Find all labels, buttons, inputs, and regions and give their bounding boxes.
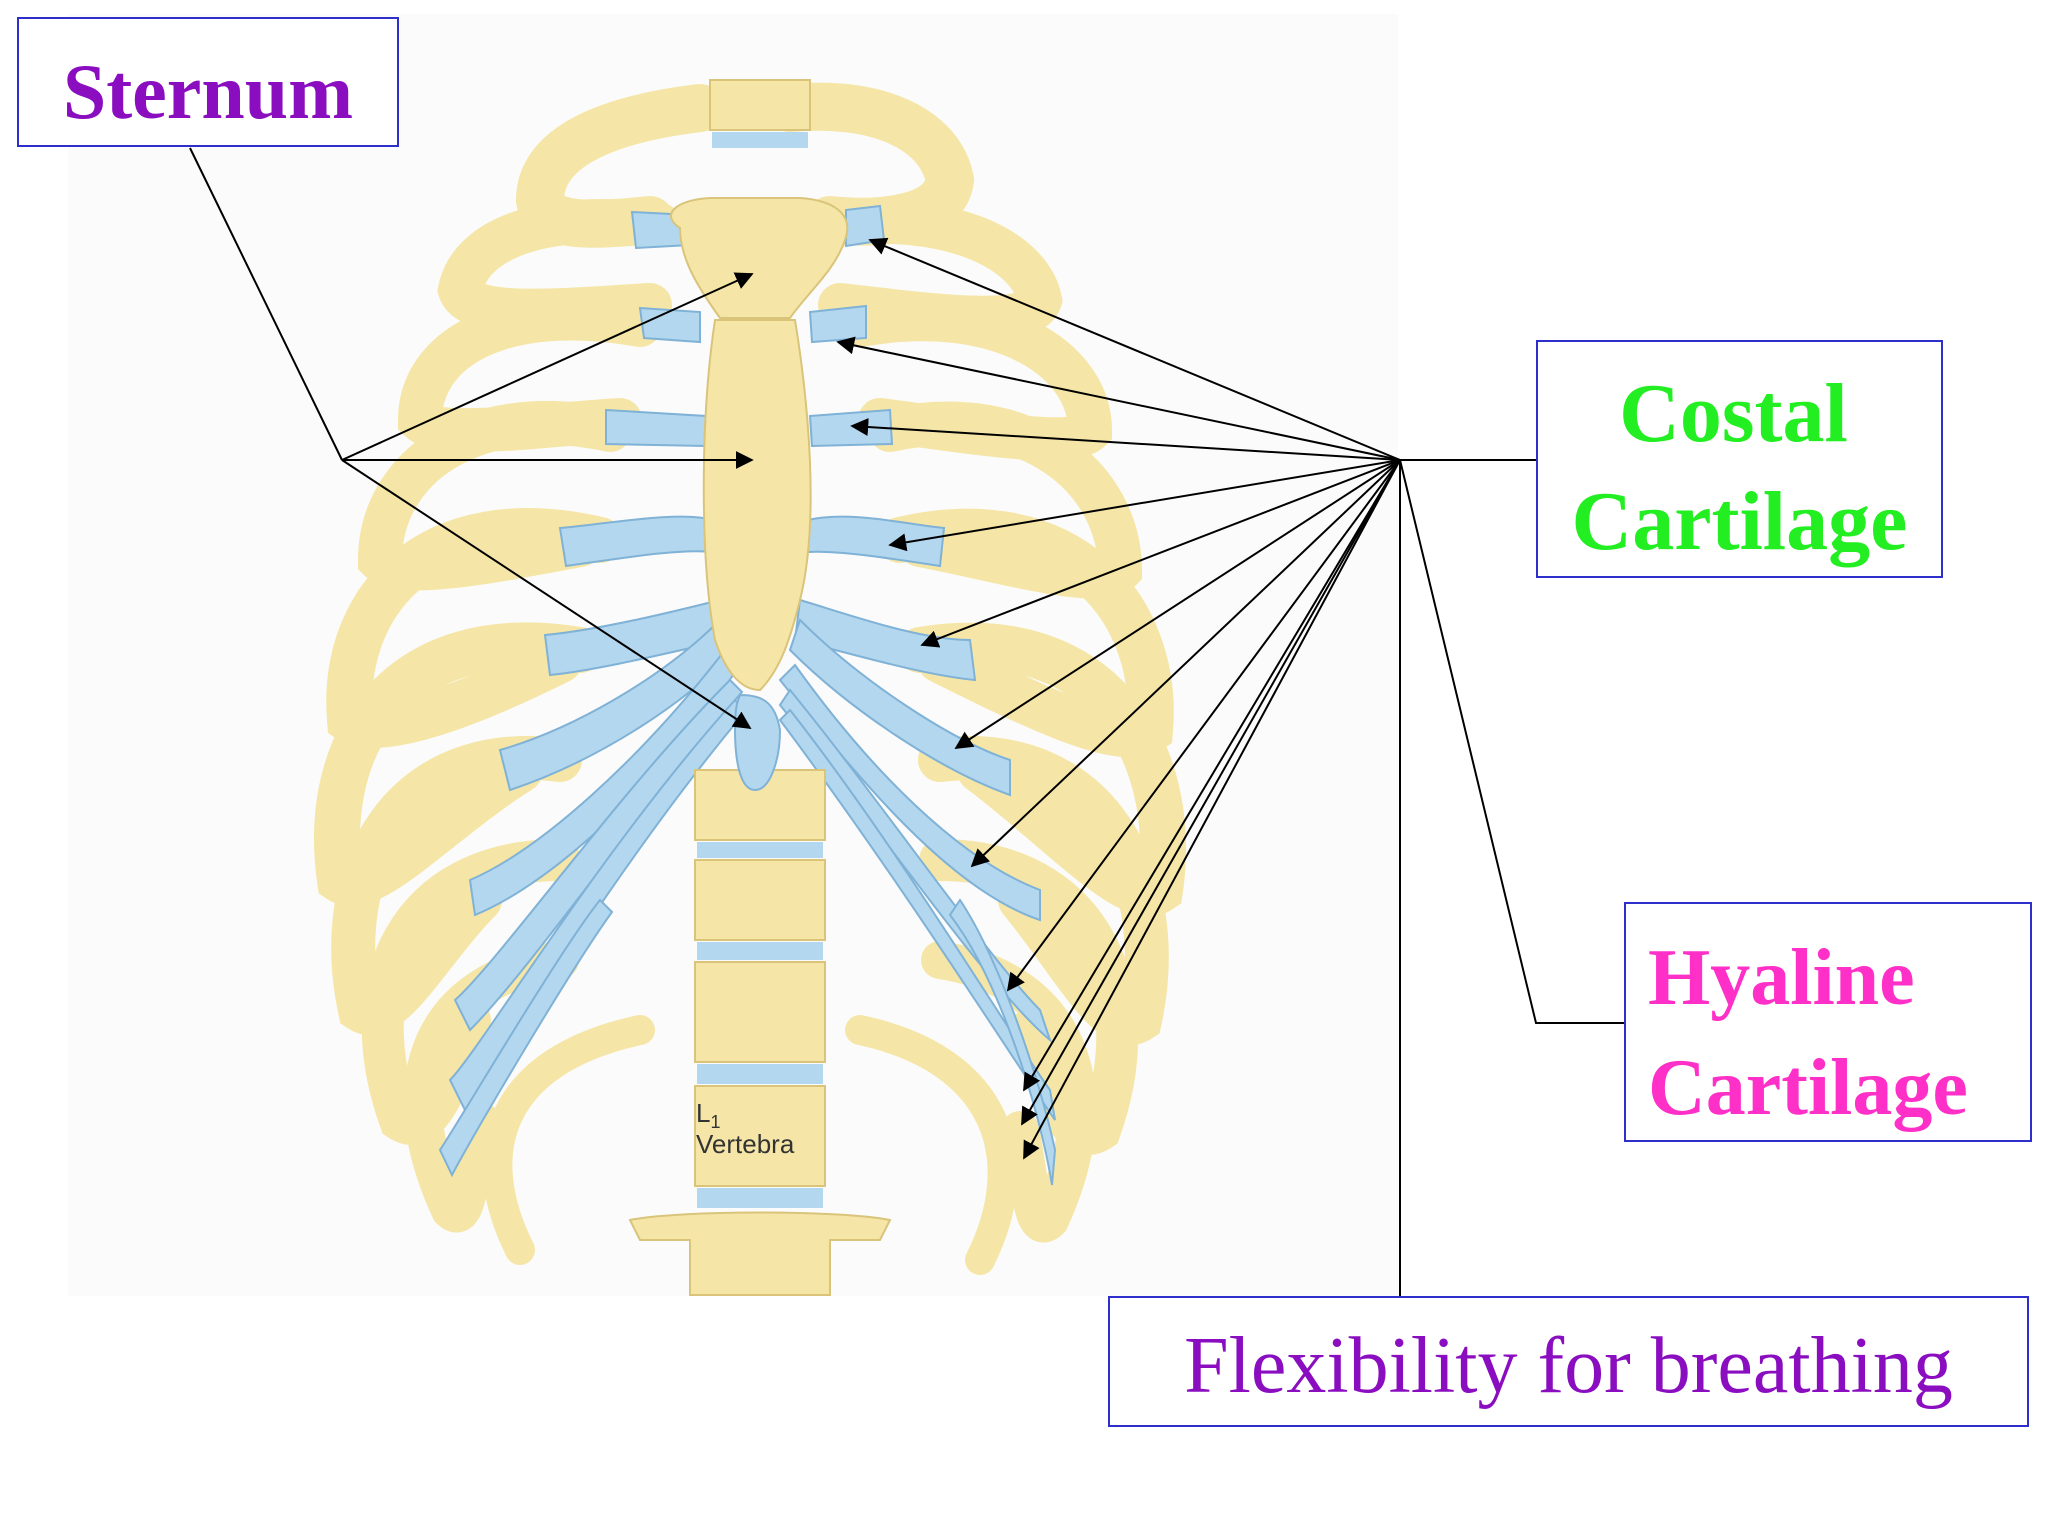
- left-rib-5: [326, 508, 623, 749]
- cartilage-r10: [948, 898, 1057, 1186]
- vertebra-word: Vertebra: [696, 1129, 795, 1160]
- cartilage-r4: [807, 515, 946, 568]
- disc-1: [697, 842, 823, 858]
- vertebra-letter: L: [696, 1098, 711, 1128]
- vertebra-l2: [694, 961, 826, 1063]
- vertebra-top: [709, 79, 811, 131]
- sternum-arrow-manubrium: [341, 272, 754, 461]
- disc-2: [697, 942, 823, 960]
- right-rib-7: [918, 736, 1169, 1045]
- disc-top: [712, 132, 808, 148]
- hyaline-cartilage-label-box: Hyaline Cartilage: [1624, 902, 2032, 1142]
- right-rib-4: [868, 401, 1143, 599]
- left-rib-7: [331, 736, 582, 1035]
- costal-label-line1: Costal: [1619, 367, 1848, 460]
- hyaline-label-line2: Cartilage: [1648, 1044, 1968, 1132]
- cartilage-r1: [845, 204, 886, 248]
- cartilage-r5: [793, 598, 977, 682]
- costal-arrow-3: [850, 418, 1401, 461]
- costal-arrow-8: [1006, 459, 1401, 992]
- left-rib-4: [357, 400, 632, 591]
- right-rib-6: [897, 622, 1186, 917]
- costal-arrow-7: [970, 459, 1401, 868]
- sternum-label: Sternum: [62, 48, 354, 135]
- costal-arrow-2: [836, 336, 1401, 461]
- vertebra-number: 1: [710, 1112, 721, 1133]
- costal-arrow-11: [1023, 459, 1401, 1160]
- cartilage-r2: [808, 304, 867, 344]
- disc-3: [697, 1064, 823, 1084]
- vertebra-label: L1 Vertebra: [696, 1100, 794, 1157]
- cartilage-l2: [638, 306, 701, 344]
- left-rib-8: [361, 839, 581, 1145]
- costal-cartilage-label-box: Costal Cartilage: [1536, 340, 1943, 578]
- cartilage-l3: [605, 408, 707, 448]
- costal-arrow-9: [1023, 459, 1401, 1092]
- disc-4: [697, 1188, 823, 1208]
- costal-arrow-4: [888, 459, 1401, 552]
- sternum-leader-main: [189, 147, 343, 461]
- sternum-arrow-xiphoid: [341, 459, 752, 729]
- costal-label-line2: Cartilage: [1571, 475, 1908, 568]
- cartilage-r9: [778, 708, 1056, 1121]
- cartilage-l8: [453, 678, 744, 1032]
- cartilage-r6: [788, 618, 1011, 797]
- hyaline-label-line1: Hyaline: [1648, 934, 1915, 1022]
- cartilage-l10: [438, 898, 614, 1178]
- right-rib-5: [877, 508, 1174, 758]
- flexibility-label-box: Flexibility for breathing: [1108, 1296, 2029, 1427]
- sternum-body: [702, 319, 812, 692]
- costal-arrow-10: [1021, 459, 1401, 1126]
- costal-arrow-6: [954, 459, 1401, 749]
- sternum-bone: [670, 197, 849, 792]
- costal-arrow-5: [920, 459, 1401, 648]
- vertebra-l3: [694, 1085, 826, 1187]
- manubrium: [670, 197, 849, 319]
- vertebra-l1: [694, 859, 826, 941]
- flexibility-label: Flexibility for breathing: [1184, 1322, 1953, 1410]
- right-rib-10: [845, 1015, 1018, 1275]
- costal-arrow-1: [868, 237, 1401, 461]
- left-rib-10: [482, 1015, 655, 1265]
- leader-lines: [189, 147, 1624, 1296]
- hyaline-connector: [1399, 459, 1624, 1024]
- left-rib-6: [314, 622, 603, 907]
- sternum-label-box: Sternum: [17, 17, 399, 147]
- vertebra-l4: [628, 1211, 892, 1296]
